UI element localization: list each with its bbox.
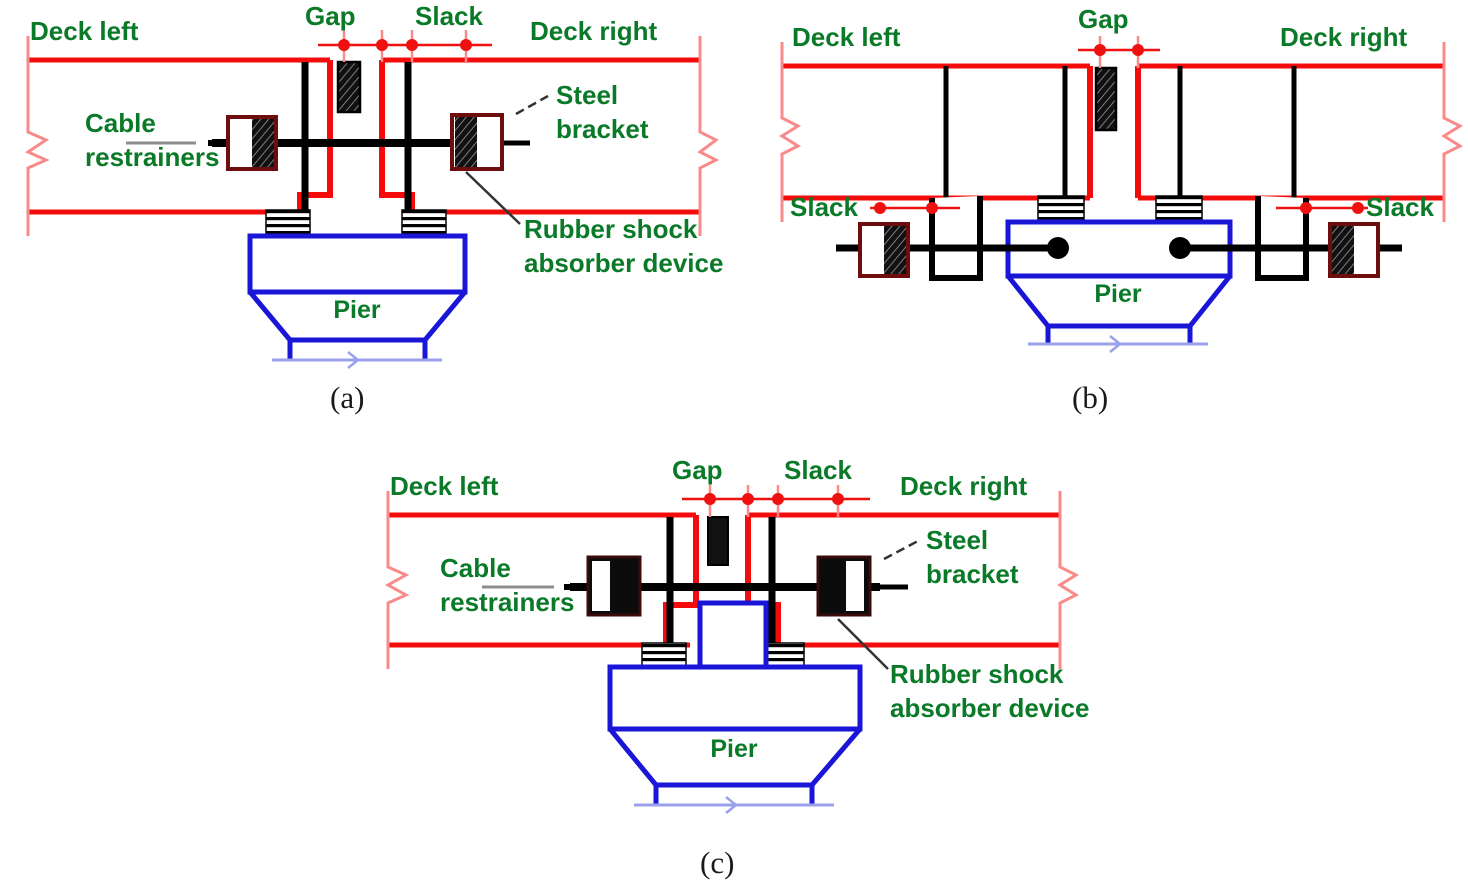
slack-label-right-b: Slack bbox=[1366, 192, 1434, 222]
deck-webs-b bbox=[943, 66, 1297, 198]
panel-c-caption: (c) bbox=[700, 845, 735, 880]
deck-right-label-a: Deck right bbox=[530, 16, 657, 46]
rubber-bearing-left-b bbox=[1037, 195, 1085, 223]
deck-left-label-a: Deck left bbox=[30, 16, 139, 46]
panel-a: Pier Deck left Deck r bbox=[0, 0, 740, 370]
steel-bracket-label-a-line1: Steel bbox=[556, 80, 618, 110]
pier-label-b: Pier bbox=[1094, 280, 1142, 308]
gap-shock-absorber-block-c bbox=[707, 516, 729, 566]
gap-shock-absorber-block-b bbox=[1094, 66, 1118, 132]
dimension-line-c bbox=[682, 485, 870, 517]
deck-left-outline-a bbox=[24, 36, 330, 236]
hanging-bracket-left-b bbox=[929, 196, 983, 281]
rubber-label-a-line1: Rubber shock bbox=[524, 214, 698, 244]
pier-label-a: Pier bbox=[333, 296, 381, 324]
cable-restrainer-right-a bbox=[450, 113, 530, 171]
deck-right-outline-c bbox=[748, 491, 1080, 669]
slack-label-left-b: Slack bbox=[790, 192, 858, 222]
rubber-bearing-right-a bbox=[401, 209, 447, 237]
dimension-line-slack-left-b bbox=[870, 202, 960, 214]
deck-right-label-b: Deck right bbox=[1280, 22, 1407, 52]
gap-shock-absorber-block-a bbox=[336, 60, 362, 114]
hanging-bracket-right-b bbox=[1255, 196, 1309, 281]
leader-lines-a bbox=[126, 94, 549, 225]
steel-bracket-label-c-line2: bracket bbox=[926, 559, 1019, 589]
pier-label-c: Pier bbox=[710, 735, 758, 763]
restrainer-bar-right-b bbox=[1169, 222, 1402, 278]
gap-label-c: Gap bbox=[672, 455, 723, 485]
panel-b: Pier bbox=[760, 0, 1468, 370]
cable-restrainers-label-c-line1: Cable bbox=[440, 553, 511, 583]
dimension-line-gap-b bbox=[1078, 36, 1160, 68]
cable-restrainers-label-a-line1: Cable bbox=[85, 108, 156, 138]
deck-left-label-c: Deck left bbox=[390, 471, 499, 501]
rubber-bearing-left-a bbox=[265, 209, 311, 237]
dimension-line-a bbox=[318, 30, 492, 62]
gap-label-b: Gap bbox=[1078, 4, 1129, 34]
deck-left-label-b: Deck left bbox=[792, 22, 901, 52]
pier-c: Pier bbox=[607, 664, 863, 814]
cable-restrainers-label-a-line2: restrainers bbox=[85, 142, 219, 172]
deck-diaphragm-a bbox=[297, 60, 415, 212]
cable-restrainers-label-c-line2: restrainers bbox=[440, 587, 574, 617]
slack-label-c: Slack bbox=[784, 455, 852, 485]
rubber-label-a-line2: absorber device bbox=[524, 248, 723, 278]
rubber-label-c-line1: Rubber shock bbox=[890, 659, 1064, 689]
restrainer-bar-left-b bbox=[836, 222, 1069, 278]
deck-right-outline-a bbox=[382, 36, 720, 236]
rubber-bearing-left-c bbox=[641, 642, 687, 668]
cable-restrainer-right-c bbox=[816, 555, 908, 617]
leader-lines-c bbox=[482, 539, 919, 670]
pier-a: Pier bbox=[247, 233, 468, 369]
rubber-bearing-right-b bbox=[1155, 195, 1203, 223]
deck-right-label-c: Deck right bbox=[900, 471, 1027, 501]
panel-b-caption: (b) bbox=[1072, 380, 1109, 415]
panel-a-caption: (a) bbox=[330, 380, 365, 415]
steel-bracket-label-a-line2: bracket bbox=[556, 114, 649, 144]
dimension-line-slack-right-b bbox=[1276, 202, 1368, 214]
deck-left-outline-c bbox=[384, 491, 696, 669]
gap-label-a: Gap bbox=[305, 1, 356, 31]
pier-b: Pier bbox=[1005, 219, 1233, 353]
slack-label-a: Slack bbox=[415, 1, 483, 31]
cable-restrainer-left-c bbox=[564, 555, 642, 617]
cable-restrainer-left-a bbox=[208, 115, 278, 171]
panel-c: Pier Deck left Deck right Gap bbox=[360, 455, 1100, 840]
pier-pedestal-c bbox=[697, 600, 769, 674]
deck-diaphragm-b bbox=[1087, 66, 1141, 198]
steel-bracket-label-c-line1: Steel bbox=[926, 525, 988, 555]
rubber-label-c-line2: absorber device bbox=[890, 693, 1089, 723]
